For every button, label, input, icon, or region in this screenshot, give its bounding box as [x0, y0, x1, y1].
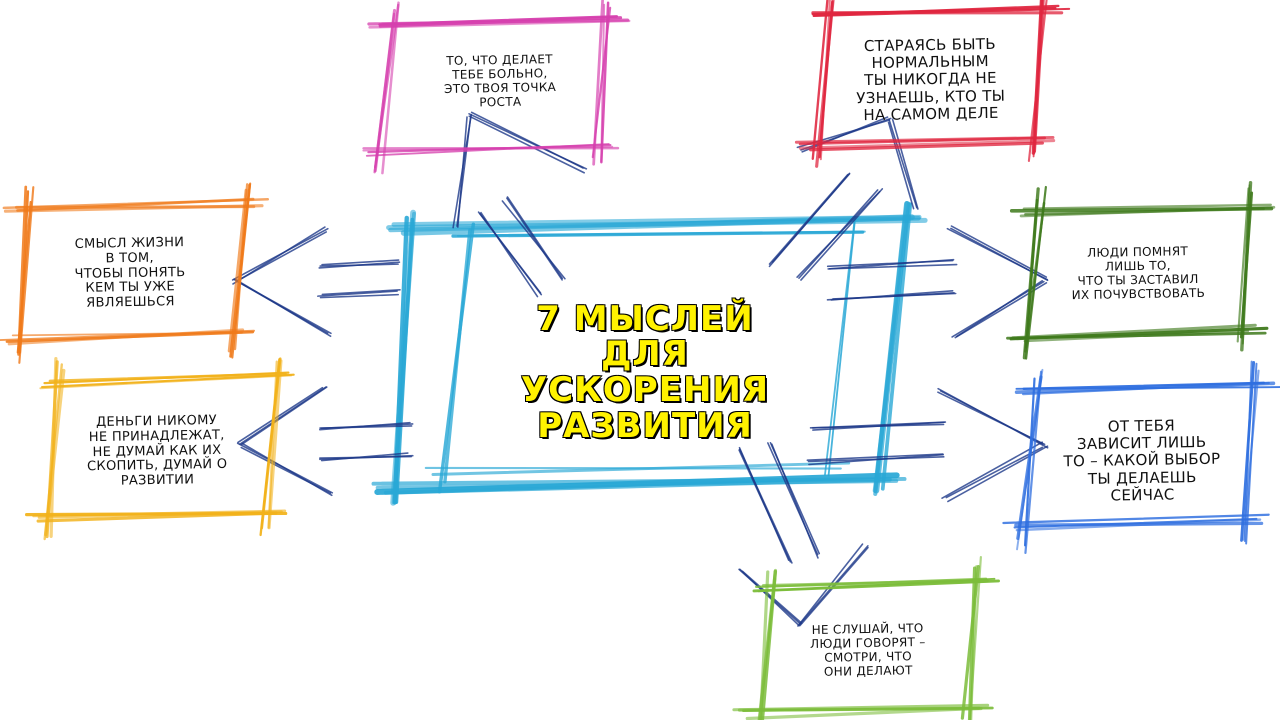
frame-orange: [0, 182, 270, 364]
frame-yellow: [25, 356, 295, 541]
arrow-to-red: [768, 116, 919, 281]
box-text-light-green: НЕ СЛУШАЙ, ЧТО ЛЮДИ ГОВОРЯТ – СМОТРИ, ЧТ…: [809, 621, 926, 679]
box-text-pink: ТО, ЧТО ДЕЛАЕТ ТЕБЕ БОЛЬНО, ЭТО ТВОЯ ТОЧ…: [443, 52, 557, 110]
center-frame-strokes: [371, 200, 928, 506]
arrow-to-blue: [806, 387, 1049, 503]
arrow-to-pink: [452, 111, 588, 298]
box-text-red: СТАРАЯСЬ БЫТЬ НОРМАЛЬНЫМ ТЫ НИКОГДА НЕ У…: [856, 34, 1006, 125]
box-text-dark-green: ЛЮДИ ПОМНЯТ ЛИШЬ ТО, ЧТО ТЫ ЗАСТАВИЛ ИХ …: [1071, 244, 1206, 302]
center-title: 7 МЫСЛЕЙ ДЛЯ УСКОРЕНИЯ РАЗВИТИЯ: [520, 298, 770, 446]
arrow-to-yellow: [236, 386, 414, 497]
box-text-orange: СМЫСЛ ЖИЗНИ В ТОМ, ЧТОБЫ ПОНЯТЬ КЕМ ТЫ У…: [74, 234, 186, 312]
center-frame: [371, 200, 928, 506]
frame-red: [794, 0, 1071, 168]
arrows: [231, 111, 1049, 627]
box-text-yellow: ДЕНЬГИ НИКОМУ НЕ ПРИНАДЛЕЖАТ, НЕ ДУМАЙ К…: [86, 412, 228, 490]
frame-blue: [1002, 360, 1280, 554]
arrow-to-dark-green: [826, 225, 1049, 339]
arrow-to-light-green: [738, 441, 869, 627]
frame-light-green: [732, 555, 1000, 720]
frame-dark-green: [1006, 180, 1276, 360]
frame-pink: [362, 0, 631, 175]
arrow-to-orange: [231, 226, 401, 338]
box-text-blue: ОТ ТЕБЯ ЗАВИСИТ ЛИШЬ ТО – КАКОЙ ВЫБОР ТЫ…: [1063, 416, 1221, 505]
